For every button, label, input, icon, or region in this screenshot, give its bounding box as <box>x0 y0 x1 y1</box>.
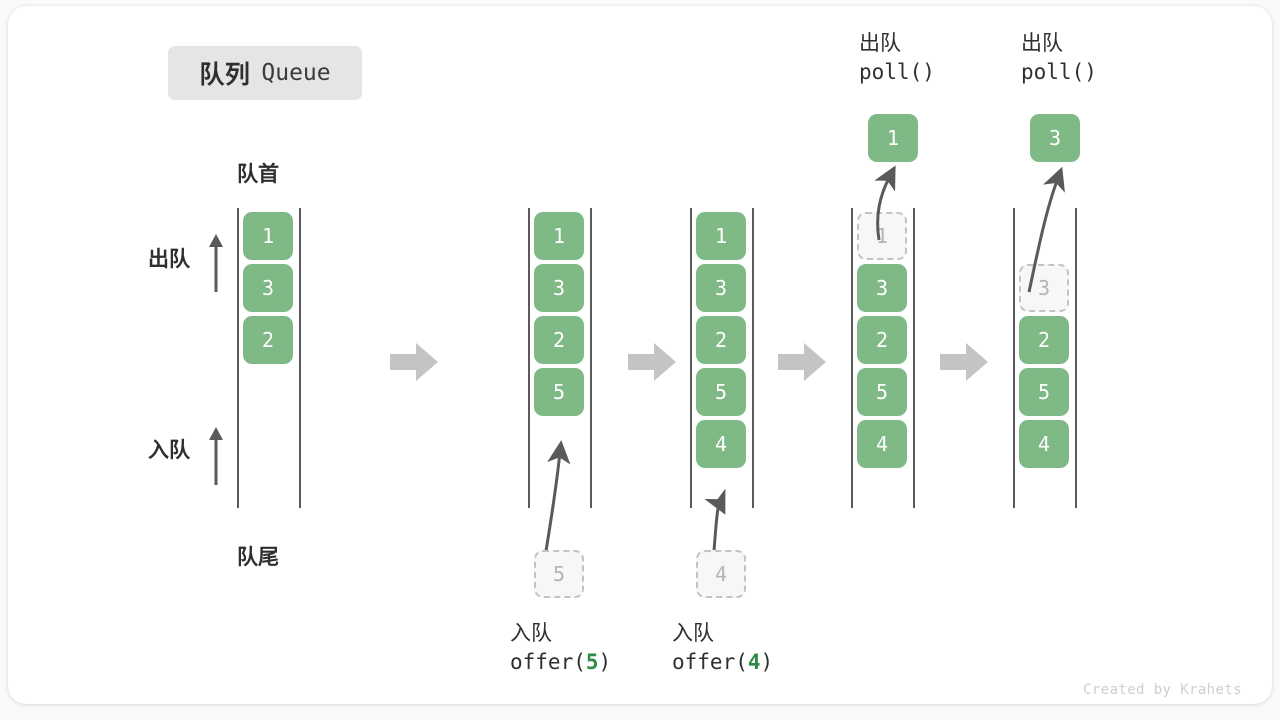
operation-argument: 4 <box>747 650 761 675</box>
queue-element: 1 <box>534 212 584 260</box>
queue-element: 3 <box>857 264 907 312</box>
operation-name: 入队 <box>510 622 552 645</box>
operation-signature: offer(4) <box>672 650 774 675</box>
enqueue-operation-caption: 入队 offer(5) <box>510 620 611 676</box>
queue-element: 5 <box>534 368 584 416</box>
credit-text: Created by Krahets <box>1083 682 1242 698</box>
dequeued-element: 1 <box>868 114 918 162</box>
queue-element: 2 <box>534 316 584 364</box>
step-arrow-icon-4 <box>940 343 988 381</box>
queue-element: 4 <box>1019 420 1069 468</box>
enqueue-direction-arrow-icon <box>209 427 223 485</box>
step-arrow-icon-1 <box>390 343 438 381</box>
queue-head-label: 队首 <box>237 163 279 186</box>
operation-signature: poll() <box>1021 60 1097 85</box>
queue-rail-right <box>299 208 301 508</box>
operation-argument: 5 <box>585 650 599 675</box>
title-english: Queue <box>261 60 331 86</box>
step-arrow-icon-3 <box>778 343 826 381</box>
queue-element: 4 <box>696 420 746 468</box>
queue-rail-left <box>237 208 239 508</box>
queue-rail-right <box>1075 208 1077 508</box>
dequeued-element: 3 <box>1030 114 1080 162</box>
queue-rail-left <box>851 208 853 508</box>
queue-rail-right <box>590 208 592 508</box>
queue-element: 3 <box>696 264 746 312</box>
operation-signature: offer(5) <box>510 650 612 675</box>
pending-enqueue-element: 5 <box>534 550 584 598</box>
title-badge: 队列 Queue <box>168 46 362 100</box>
operation-signature: poll() <box>859 60 935 85</box>
dequeue-operation-caption: 出队 poll() <box>859 30 935 86</box>
enqueue-direction-label: 入队 <box>148 439 190 462</box>
queue-element-ghost: 1 <box>857 212 907 260</box>
queue-element: 2 <box>857 316 907 364</box>
dequeue-operation-caption: 出队 poll() <box>1021 30 1097 86</box>
title-chinese: 队列 <box>199 61 251 89</box>
operation-name: 出队 <box>859 32 901 55</box>
queue-rail-left <box>1013 208 1015 508</box>
operation-name: 入队 <box>672 622 714 645</box>
queue-element: 5 <box>1019 368 1069 416</box>
queue-element: 3 <box>243 264 293 312</box>
enqueue-operation-caption: 入队 offer(4) <box>672 620 773 676</box>
queue-element: 4 <box>857 420 907 468</box>
queue-element: 5 <box>857 368 907 416</box>
queue-element: 2 <box>696 316 746 364</box>
queue-element-ghost: 3 <box>1019 264 1069 312</box>
queue-rail-left <box>528 208 530 508</box>
queue-element: 2 <box>1019 316 1069 364</box>
queue-element: 1 <box>696 212 746 260</box>
queue-element: 5 <box>696 368 746 416</box>
dequeue-direction-arrow-icon <box>209 234 223 292</box>
operation-name: 出队 <box>1021 32 1063 55</box>
queue-rail-left <box>690 208 692 508</box>
queue-element: 1 <box>243 212 293 260</box>
pending-enqueue-element: 4 <box>696 550 746 598</box>
queue-rail-right <box>913 208 915 508</box>
queue-tail-label: 队尾 <box>237 546 279 569</box>
queue-rail-right <box>752 208 754 508</box>
dequeue-direction-label: 出队 <box>148 248 190 271</box>
queue-element: 3 <box>534 264 584 312</box>
queue-element: 2 <box>243 316 293 364</box>
step-arrow-icon-2 <box>628 343 676 381</box>
